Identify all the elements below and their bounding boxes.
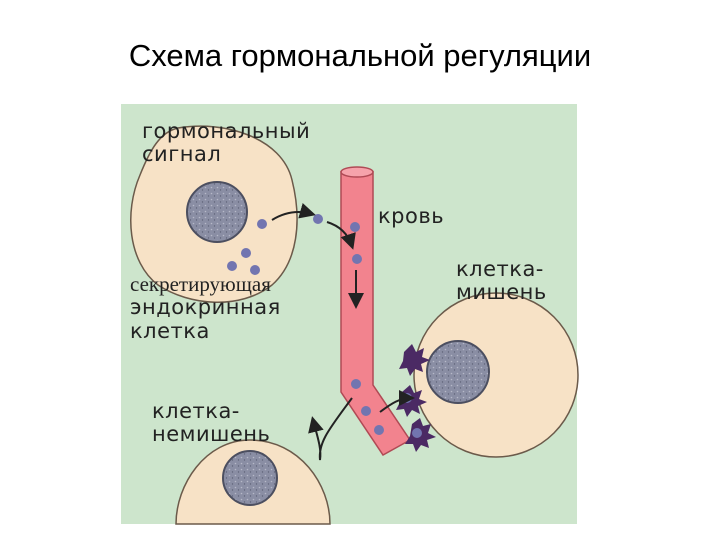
label-secreting-line2: эндокринная [130,295,281,319]
hormone-molecule [352,254,362,264]
label-nontarget-line2: немишень [152,422,270,446]
hormone-molecule [313,214,323,224]
hormone-molecule [241,248,251,258]
non-target-arrow [308,397,353,461]
hormone-molecule [227,261,237,271]
non-target-cell-nucleus [222,450,278,506]
label-secreting-line1: секретирующая [130,272,271,296]
hormone-molecule [412,428,422,438]
blood-entry-arrow [326,221,356,250]
receptor-top [399,344,430,376]
hormone-molecule [350,222,360,232]
hormone-molecule [361,406,371,416]
target-cell-nucleus [426,340,490,404]
hormone-molecule [257,219,267,229]
hormone-molecule [250,265,260,275]
label-blood: кровь [378,204,444,228]
label-signal-line1: гормональный [142,119,310,143]
label-nontarget-line1: клетка- [152,399,240,423]
secreting-cell-nucleus [186,181,248,243]
slide-title: Схема гормональной регуляции [128,38,592,73]
hormone-molecule [351,379,361,389]
label-target-line1: клетка- [456,257,544,281]
secretion-arrow [271,203,316,221]
target-cell [413,292,579,458]
hormone-molecule [374,425,384,435]
label-signal-line2: сигнал [142,142,221,166]
target-binding-arrow [379,390,415,413]
label-secreting-line3: клетка [130,319,210,343]
blood-vessel-opening [340,166,374,178]
label-target-line2: мишень [456,280,547,304]
